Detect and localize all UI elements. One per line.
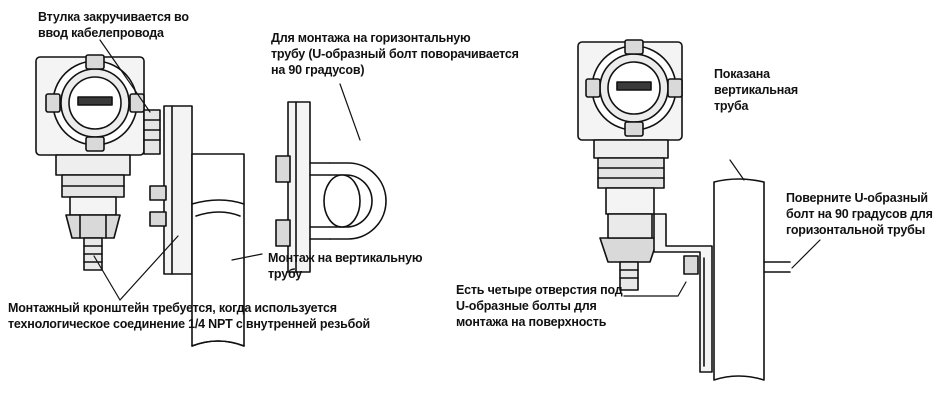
four-holes-line-3: монтажа на поверхность bbox=[456, 315, 607, 329]
bushing-label-line-1: Втулка закручивается во bbox=[38, 10, 189, 24]
turn-bolt-line-2: болт на 90 градусов для bbox=[786, 207, 933, 221]
horizontal-mount-line-3: на 90 градусов) bbox=[271, 63, 365, 77]
four-holes-line-1: Есть четыре отверстия под bbox=[456, 283, 623, 297]
vertical-pipe-line-1: Показана bbox=[714, 67, 770, 81]
bracket-note-line-1: Монтажный кронштейн требуется, когда исп… bbox=[8, 301, 337, 315]
vertical-mount-label: Монтаж на вертикальную трубу bbox=[268, 250, 423, 282]
bushing-label: Втулка закручивается во ввод кабелепрово… bbox=[38, 9, 189, 41]
four-holes-line-2: U-образные болты для bbox=[456, 299, 597, 313]
right-transmitter bbox=[577, 39, 683, 291]
vertical-pipe-line-2: вертикальная bbox=[714, 83, 798, 97]
leader-lines bbox=[93, 39, 821, 301]
vertical-mount-line-1: Монтаж на вертикальную bbox=[268, 251, 423, 265]
turn-bolt-label: Поверните U-образный болт на 90 градусов… bbox=[786, 190, 933, 238]
vertical-pipe-label: Показана вертикальная труба bbox=[714, 66, 798, 114]
turn-bolt-line-3: горизонтальной трубы bbox=[786, 223, 926, 237]
horizontal-mount-line-2: трубу (U-образный болт поворачивается bbox=[271, 47, 519, 61]
left-bracket-pipe bbox=[149, 105, 245, 347]
vertical-mount-line-2: трубу bbox=[268, 267, 303, 281]
bushing-label-line-2: ввод кабелепровода bbox=[38, 26, 164, 40]
horizontal-mount-line-1: Для монтажа на горизонтальную bbox=[271, 31, 471, 45]
left-transmitter bbox=[35, 54, 161, 271]
bracket-note-line-2: технологическое соединение 1/4 NPT с вну… bbox=[8, 317, 371, 331]
right-bracket-pipe bbox=[653, 178, 791, 381]
horizontal-mount-label: Для монтажа на горизонтальную трубу (U-о… bbox=[271, 30, 519, 78]
vertical-pipe-line-3: труба bbox=[714, 99, 749, 113]
bracket-note-label: Монтажный кронштейн требуется, когда исп… bbox=[8, 300, 370, 332]
four-holes-label: Есть четыре отверстия под U-образные бол… bbox=[456, 282, 623, 330]
turn-bolt-line-1: Поверните U-образный bbox=[786, 191, 928, 205]
middle-bracket bbox=[275, 101, 387, 273]
